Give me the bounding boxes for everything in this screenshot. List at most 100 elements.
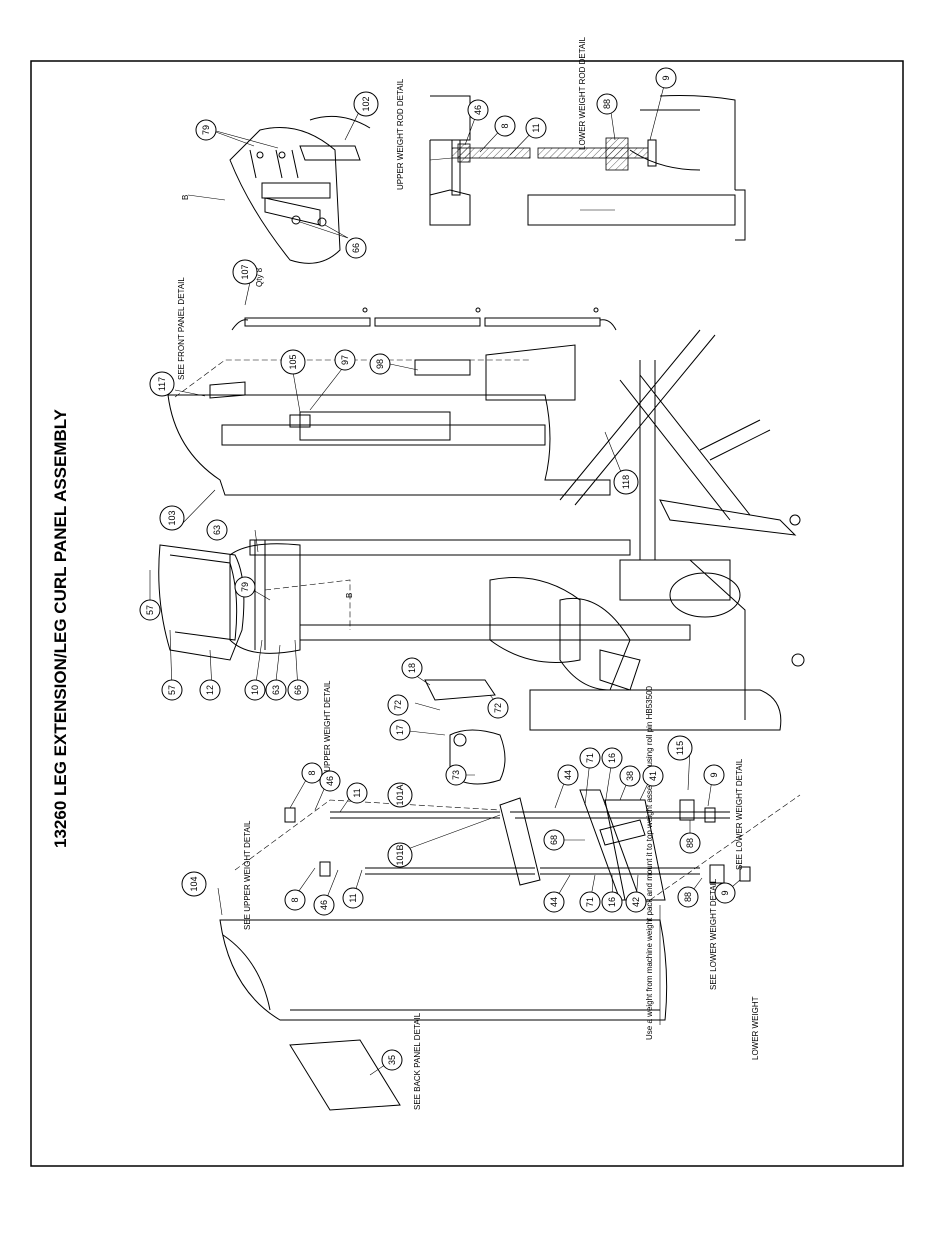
callout-circle <box>345 237 367 259</box>
callout-88: 88 <box>679 832 701 854</box>
callout-number: 66 <box>293 685 303 695</box>
front-panel-strips <box>231 281 617 331</box>
callout-72: 72 <box>487 697 509 719</box>
label-lower-weight-rod: LOWER WEIGHT ROD DETAIL <box>578 36 587 150</box>
callout-circle <box>601 747 623 769</box>
callout-number: 11 <box>348 893 358 902</box>
callout-8: 8 <box>301 762 323 784</box>
callout-number: 16 <box>607 897 617 907</box>
callout-103: 103 <box>159 505 185 531</box>
callout-circle <box>139 599 161 621</box>
callout-circle <box>655 67 677 89</box>
callout-118: 118 <box>613 469 639 495</box>
callout-circle <box>244 679 266 701</box>
callout-circle <box>280 349 306 375</box>
callout-44: 44 <box>543 891 565 913</box>
label-see-upper-weight-2: SEE UPPER WEIGHT DETAIL <box>243 820 252 930</box>
callout-circle <box>369 353 391 375</box>
callout-circle <box>579 891 601 913</box>
callout-number: 9 <box>720 890 730 895</box>
callout-circle <box>703 764 725 786</box>
callout-number: 63 <box>212 525 222 535</box>
callout-number: 88 <box>683 892 693 902</box>
callout-circle <box>232 259 258 285</box>
label-see-lower-weight-1: SEE LOWER WEIGHT DETAIL <box>735 758 744 870</box>
callout-88: 88 <box>596 93 618 115</box>
shroud-pad <box>158 544 245 661</box>
callout-number: 107 <box>240 264 250 279</box>
label-see-upper-weight-1: SEE UPPER WEIGHT DETAIL <box>323 680 332 790</box>
callout-11: 11 <box>342 887 364 909</box>
callout-107: 107 <box>232 259 258 285</box>
callout-8: 8 <box>284 889 306 911</box>
callout-number: 57 <box>167 685 177 695</box>
callout-number: 46 <box>473 105 483 115</box>
callout-circle <box>381 1049 403 1071</box>
detail-labels: SEE FRONT PANEL DETAIL UPPER WEIGHT ROD … <box>177 36 760 1110</box>
callout-circle <box>401 657 423 679</box>
callout-circle <box>206 519 228 541</box>
callout-circle <box>467 99 489 121</box>
callout-number: 79 <box>201 125 211 135</box>
upper-weight-rod-detail <box>429 95 531 226</box>
callout-17: 17 <box>389 719 411 741</box>
callout-circle <box>346 782 368 804</box>
callout-number: 105 <box>288 354 298 369</box>
callout-circle <box>199 679 221 701</box>
callout-number: 46 <box>325 776 335 786</box>
callout-38: 38 <box>619 765 641 787</box>
callout-circle <box>445 764 467 786</box>
callout-12: 12 <box>199 679 221 701</box>
callout-68: 68 <box>543 829 565 851</box>
callout-101B: 101B <box>387 842 413 868</box>
callout-71: 71 <box>579 891 601 913</box>
callout-number: 42 <box>631 897 641 907</box>
label-lower-weight: LOWER WEIGHT <box>751 996 760 1060</box>
callout-46: 46 <box>467 99 489 121</box>
callout-79: 79 <box>195 119 217 141</box>
label-upper-weight-rod: UPPER WEIGHT ROD DETAIL <box>396 78 405 190</box>
callout-98: 98 <box>369 353 391 375</box>
callout-number: 79 <box>240 582 250 592</box>
callout-number: 16 <box>607 753 617 763</box>
callout-circle <box>494 115 516 137</box>
callout-circle <box>353 91 379 117</box>
callout-117: 117 <box>149 371 175 397</box>
cam-assembly <box>424 679 506 785</box>
drawing-title: 13260 LEG EXTENSION/LEG CURL PANEL ASSEM… <box>51 408 70 848</box>
callout-46: 46 <box>313 894 335 916</box>
callout-35: 35 <box>381 1049 403 1071</box>
callout-63: 63 <box>265 679 287 701</box>
callout-number: 8 <box>500 123 510 128</box>
callout-number: 118 <box>621 475 631 489</box>
callout-104: 104 <box>181 871 207 897</box>
label-see-front-panel: SEE FRONT PANEL DETAIL <box>177 277 186 380</box>
callout-circle <box>525 117 547 139</box>
callout-number: 11 <box>531 123 541 132</box>
callout-number: 38 <box>625 771 635 781</box>
callout-number: 115 <box>675 741 685 755</box>
callout-number: 71 <box>585 753 595 763</box>
callout-circle <box>389 719 411 741</box>
callout-9: 9 <box>655 67 677 89</box>
callout-16: 16 <box>601 747 623 769</box>
weight-rods <box>234 789 801 901</box>
callout-circle <box>319 770 341 792</box>
callout-number: 103 <box>167 510 177 525</box>
callout-102: 102 <box>353 91 379 117</box>
callout-115: 115 <box>667 735 693 761</box>
callout-circle <box>161 679 183 701</box>
callout-57: 57 <box>139 599 161 621</box>
callout-101A: 101A <box>387 782 413 808</box>
callout-circle <box>287 679 309 701</box>
callout-number: 117 <box>157 377 167 391</box>
callout-number: 71 <box>585 897 595 907</box>
back-panel <box>219 905 668 1111</box>
callout-18: 18 <box>401 657 423 679</box>
detail-b-bracket <box>187 109 371 264</box>
callout-circle <box>543 829 565 851</box>
callout-circle <box>387 782 413 808</box>
machine-frame <box>229 329 805 731</box>
callout-circle <box>677 886 699 908</box>
callout-73: 73 <box>445 764 467 786</box>
